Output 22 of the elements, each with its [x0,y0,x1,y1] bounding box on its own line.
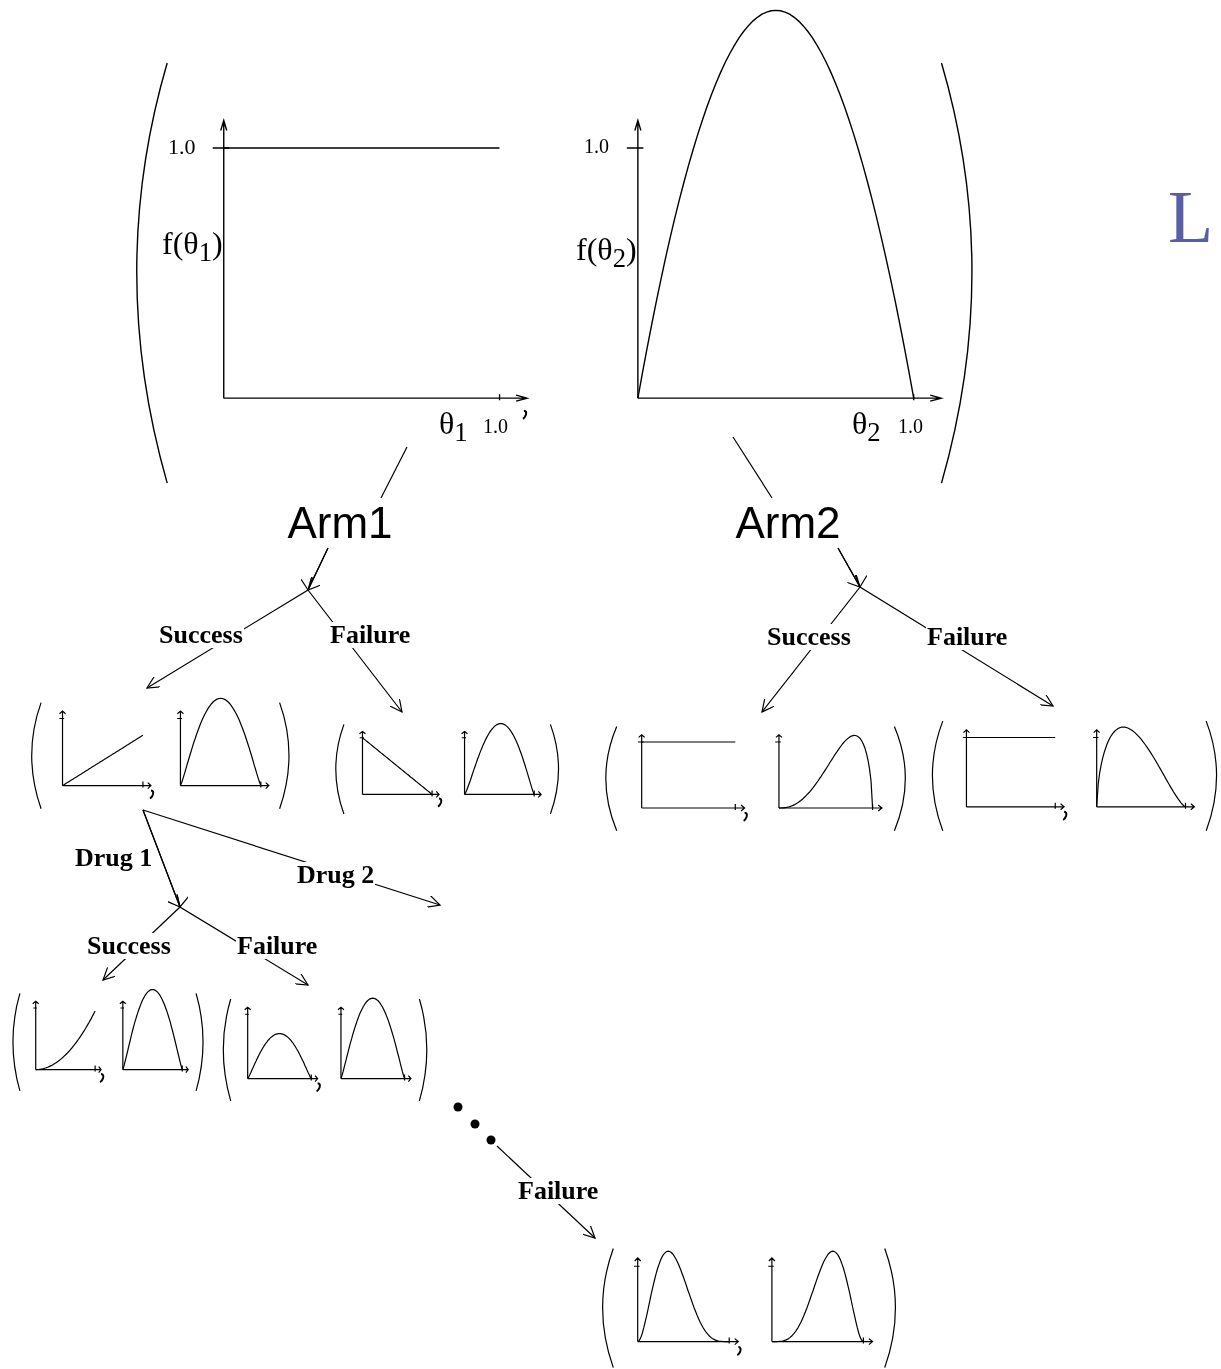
annotation-label: Drug 1 [75,845,153,871]
edge-label: Failure [236,933,319,959]
axis-label: θ$_{2}$ [852,407,881,447]
branch-label: Arm1 [280,498,400,548]
edge-label: Success [766,624,852,650]
tick-label: 1.0 [898,416,923,436]
edge-label: Failure [329,622,412,648]
tick-label: 1.0 [584,136,609,156]
axis-label: f(θ$_{2}$) [576,233,637,273]
ellipsis-dots [452,1101,497,1146]
edge-label: Drug 2 [296,862,376,888]
edge-label: Failure [517,1178,600,1204]
tick-label: 1.0 [168,136,196,158]
axis-label: f(θ$_{1}$) [162,227,223,267]
branch-label: Arm2 [727,498,849,548]
tick-label: 1.0 [483,416,508,436]
edge-label: Failure [926,624,1009,650]
edge-label: Success [86,933,172,959]
connector-line [380,446,408,499]
title-fragment: L [1168,180,1214,254]
axis-label: θ$_{1}$ [439,407,468,447]
connector-line [732,436,773,499]
